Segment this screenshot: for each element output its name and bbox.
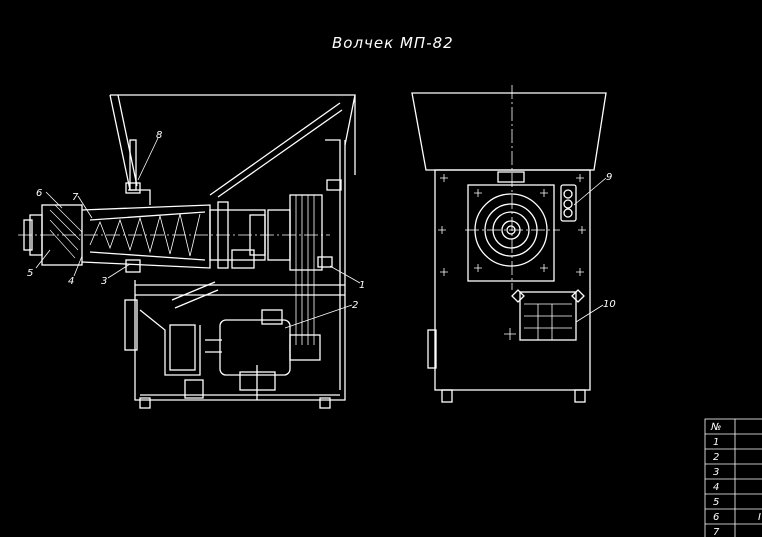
- callout-8: 8: [156, 130, 162, 141]
- callout-6: 6: [36, 188, 42, 199]
- parts-table-row-1: 1: [713, 437, 719, 448]
- drawing-title: Волчек МП-82: [332, 34, 454, 52]
- callout-leader-9: [573, 177, 607, 206]
- callout-7: 7: [72, 192, 79, 203]
- parts-table: № 1 2 3 4 5 6 I 7: [704, 418, 762, 537]
- parts-table-header: №: [710, 422, 721, 433]
- callout-5: 5: [27, 268, 33, 279]
- callout-2: 2: [352, 300, 358, 311]
- parts-table-row-2: 2: [713, 452, 719, 463]
- callout-leader-10: [575, 304, 604, 323]
- parts-table-row-7: 7: [713, 527, 720, 537]
- parts-table-row-3: 3: [713, 467, 719, 478]
- parts-table-row-4: 4: [713, 482, 719, 493]
- parts-table-row-5: 5: [713, 497, 719, 508]
- callout-9: 9: [606, 172, 612, 183]
- callout-10: 10: [603, 299, 616, 310]
- front-view: [411, 85, 607, 403]
- callout-1: 1: [359, 280, 365, 291]
- callout-4: 4: [68, 276, 74, 287]
- side-section-view: [18, 94, 356, 409]
- callout-leaders-side: [35, 137, 361, 329]
- callout-3: 3: [101, 276, 107, 287]
- parts-table-row-6: 6: [713, 512, 719, 523]
- parts-table-row-6-name: I: [758, 512, 761, 523]
